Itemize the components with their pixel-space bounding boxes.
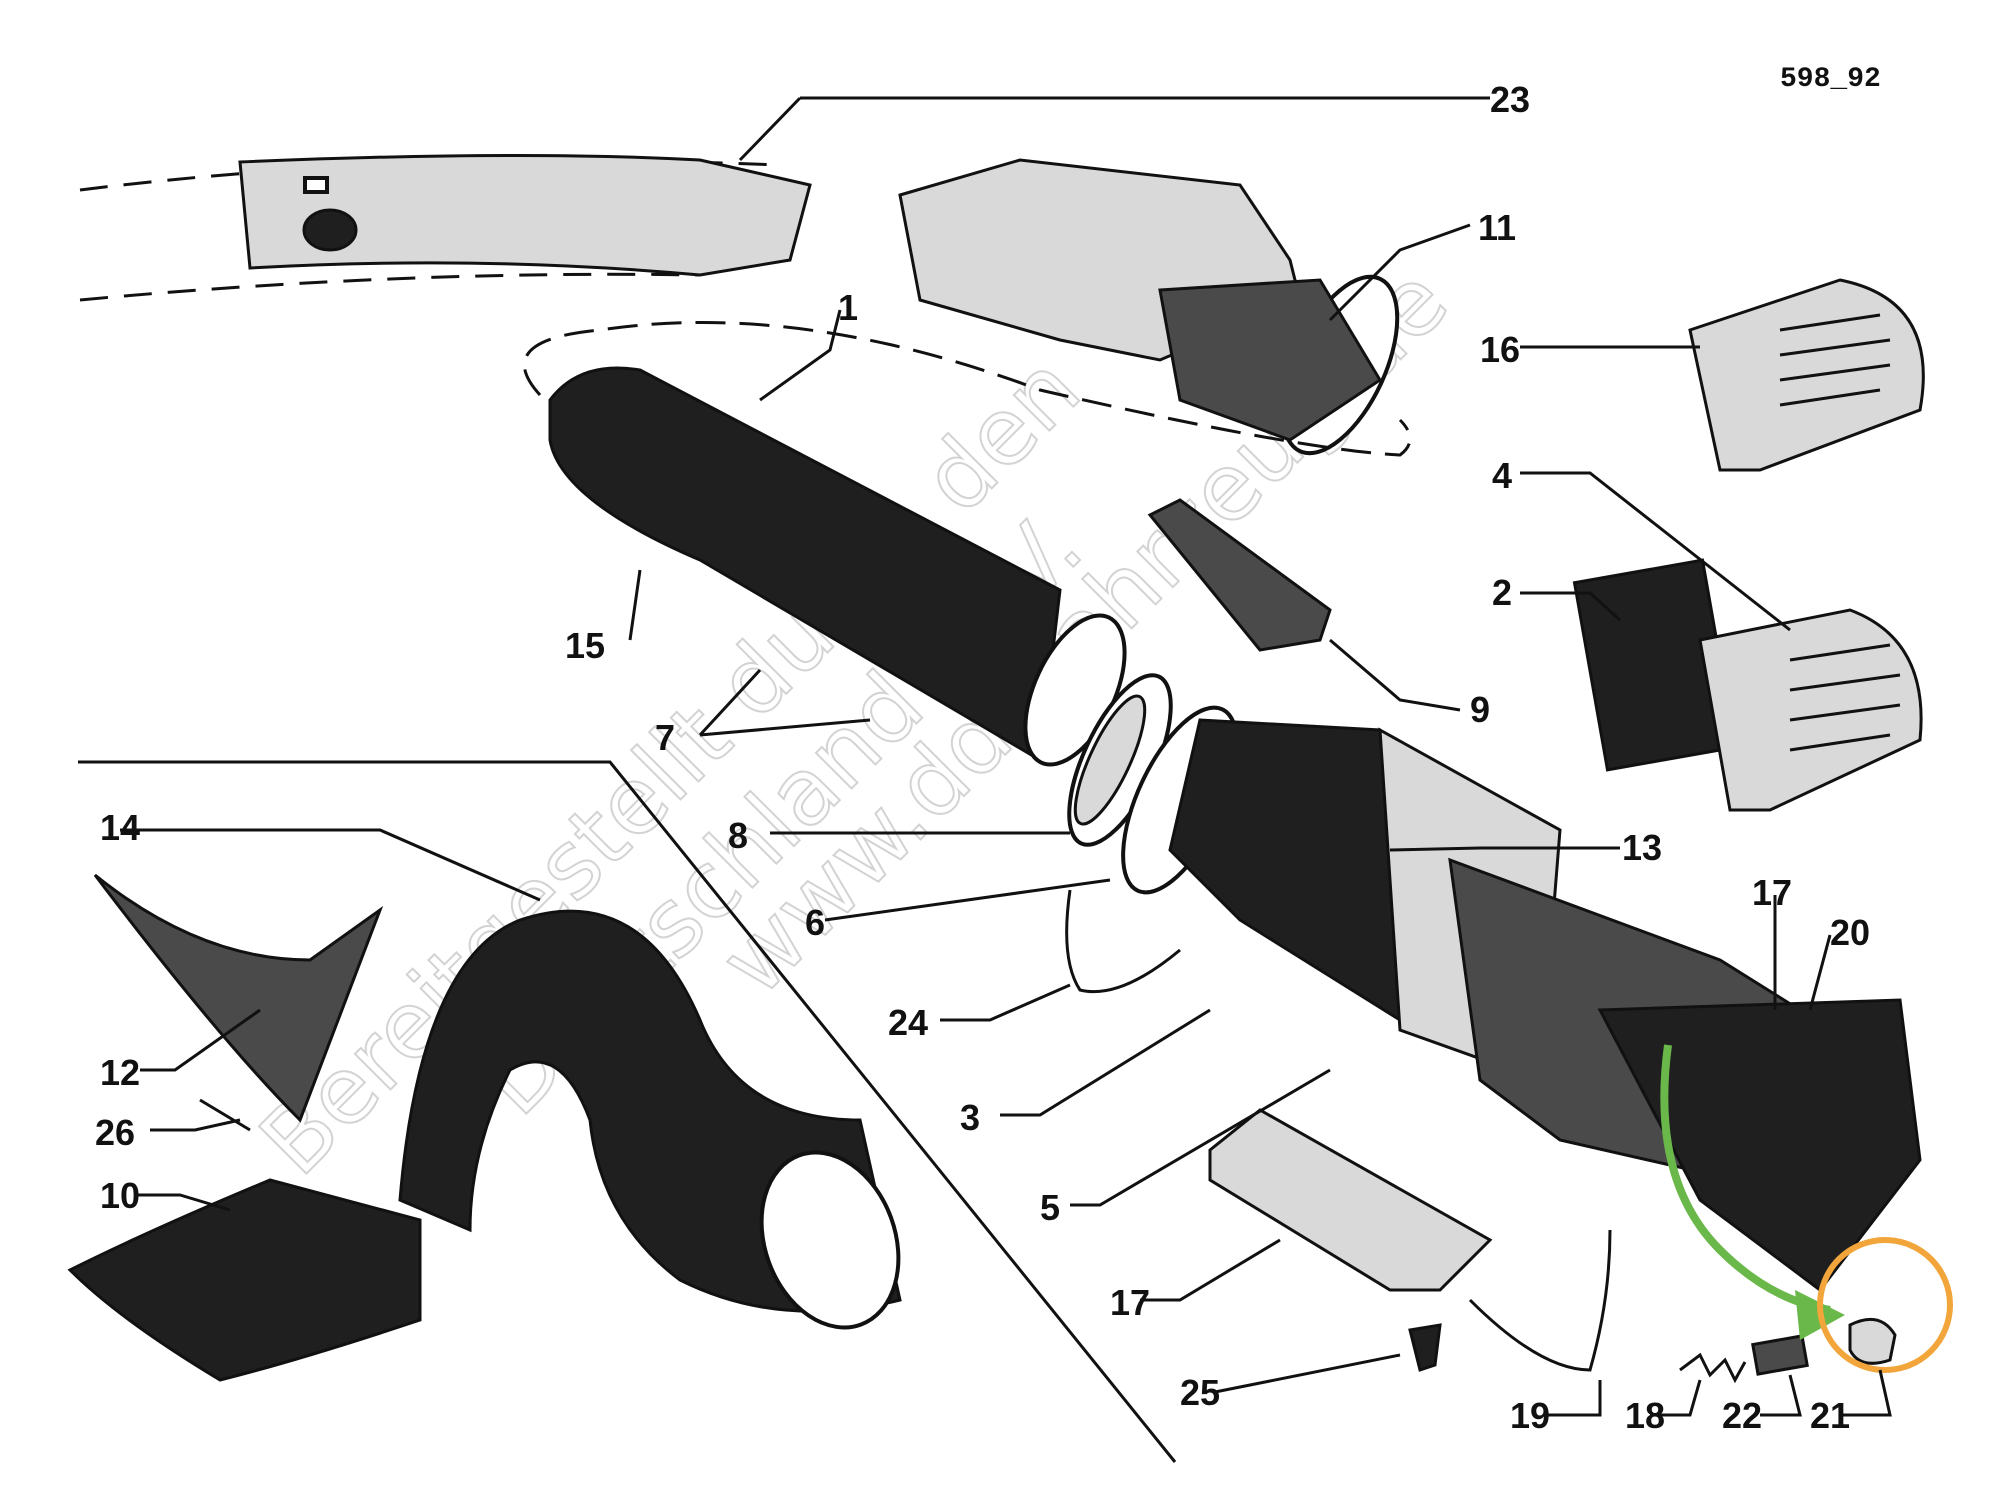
part-9-bracket (1147, 498, 1332, 652)
label-23: 23 (1490, 79, 1530, 120)
label-17-bottom: 17 (1110, 1282, 1150, 1323)
label-16: 16 (1480, 329, 1520, 370)
part-23-rail (79, 153, 812, 302)
label-4: 4 (1492, 455, 1512, 496)
label-18: 18 (1625, 1395, 1665, 1436)
part-22-block (1751, 1334, 1809, 1376)
part-4-grille (1698, 608, 1923, 812)
label-6: 6 (805, 902, 825, 943)
label-10: 10 (100, 1175, 140, 1216)
highlight-arrow (1660, 1044, 1831, 1314)
label-14: 14 (100, 807, 140, 848)
part-labels: 23 11 1 16 4 2 15 9 7 8 13 17 20 6 24 3 … (95, 79, 1870, 1436)
part-17-plate (1208, 1108, 1493, 1292)
label-24: 25 (1180, 1372, 1220, 1413)
figure-code: 598_92 (1780, 64, 1881, 95)
label-1: 1 (838, 287, 858, 328)
label-22: 22 (1722, 1395, 1762, 1436)
label-2: 2 (1492, 572, 1512, 613)
assembly-path (522, 321, 1412, 457)
highlight-circle (1817, 1237, 1953, 1373)
label-9: 9 (1470, 689, 1490, 730)
label-20: 20 (1830, 912, 1870, 953)
label-5: 5 (1040, 1187, 1060, 1228)
label-21: 21 (1810, 1395, 1850, 1436)
part-18-spring (1679, 1352, 1747, 1384)
part-24-plug (1408, 1323, 1442, 1372)
part-11-duct-fitting (898, 158, 1400, 456)
part-3-main-duct (1168, 718, 1922, 1293)
label-25: 24 (888, 1002, 928, 1043)
part-10-housing (67, 1178, 422, 1382)
label-12: 12 (100, 1052, 140, 1093)
part-12-deflector (93, 873, 384, 1123)
label-7: 7 (655, 717, 675, 758)
label-15: 15 (565, 625, 605, 666)
label-26: 26 (95, 1112, 135, 1153)
label-3: 3 (960, 1097, 980, 1138)
leader-lines (120, 96, 1892, 1417)
part-16-grille (1688, 278, 1925, 472)
part-19-cable (1468, 1229, 1612, 1372)
part-21-knob (1848, 1317, 1897, 1365)
part-26-screw (199, 1098, 251, 1132)
label-11: 11 (1478, 207, 1516, 248)
part-14-elbow-hose (398, 909, 902, 1330)
part-25-cable (1065, 889, 1181, 994)
label-13: 13 (1622, 827, 1662, 868)
label-19: 19 (1510, 1395, 1550, 1436)
label-17-top: 17 (1752, 872, 1792, 913)
label-8: 8 (728, 815, 748, 856)
section-divider (78, 760, 1177, 1463)
